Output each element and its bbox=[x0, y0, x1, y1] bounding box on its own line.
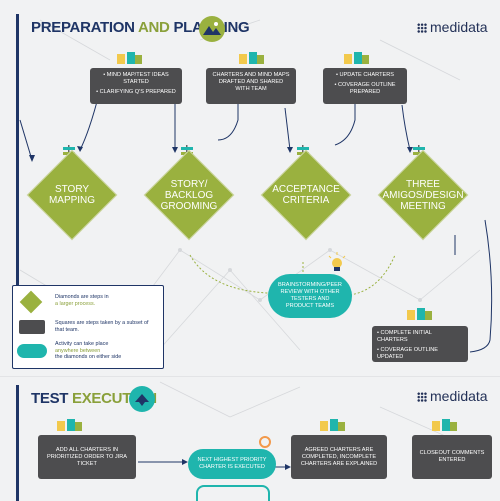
brand-logo: medidata bbox=[417, 19, 488, 35]
legend-oval-swatch bbox=[17, 344, 47, 358]
step-box-add-charters: ADD ALL CHARTERS IN PRIORITIZED ORDER TO… bbox=[38, 435, 136, 479]
rocket-icon bbox=[129, 386, 155, 412]
test-execution-panel: TEST EXECUTION medidata ADD ALL CHARTERS… bbox=[0, 376, 500, 501]
legend: Diamonds are steps in a larger process. … bbox=[12, 285, 164, 369]
section-accent-bar bbox=[16, 385, 19, 501]
team-icon bbox=[57, 419, 82, 431]
oval-loop-partial bbox=[196, 485, 270, 501]
brainstorm-activity: BRAINSTORMING/PEER REVIEW WITH OTHER TES… bbox=[268, 274, 352, 318]
brand-logo: medidata bbox=[417, 388, 488, 404]
step-box-update-charters: • UPDATE CHARTERS • COVERAGE OUTLINE PRE… bbox=[323, 68, 407, 104]
step-box-charters-drafted: CHARTERS AND MIND MAPS DRAFTED AND SHARE… bbox=[206, 68, 296, 104]
lightbulb-icon bbox=[328, 252, 346, 271]
team-icon bbox=[320, 419, 345, 431]
legend-diamond-swatch bbox=[19, 290, 43, 314]
step-box-closeout: CLOSEOUT COMMENTS ENTERED bbox=[412, 435, 492, 479]
step-box-agreed-charters: AGREED CHARTERS ARE COMPLETED, INCOMPLET… bbox=[291, 435, 387, 479]
team-icon bbox=[407, 308, 432, 320]
diamond-label: ACCEPTANCE CRITERIA bbox=[272, 184, 340, 206]
preparation-panel: PREPARATION AND PLANNING medidata • MIND… bbox=[12, 14, 493, 369]
oval-next-charter: NEXT HIGHEST PRIORITY CHARTER IS EXECUTE… bbox=[188, 449, 276, 479]
legend-square-swatch bbox=[19, 320, 45, 334]
brand-dots-icon bbox=[417, 392, 427, 402]
brand-dots-icon bbox=[417, 23, 427, 33]
team-icon bbox=[117, 52, 142, 64]
team-icon bbox=[239, 52, 264, 64]
legend-square-text: Squares are steps taken by a subset of t… bbox=[55, 320, 149, 333]
legend-oval-text: Activity can take place anywhere between… bbox=[55, 341, 122, 361]
team-icon bbox=[432, 419, 457, 431]
diamond-label: STORY MAPPING bbox=[48, 184, 96, 206]
step-box-complete-charters: • COMPLETE INITIAL CHARTERS • COVERAGE O… bbox=[372, 326, 468, 362]
diamond-label: STORY/ BACKLOG GROOMING bbox=[160, 179, 218, 212]
diamond-label: THREE AMIGOS/DESIGN MEETING bbox=[382, 179, 464, 212]
mountain-icon bbox=[199, 16, 225, 42]
section-accent-bar bbox=[16, 14, 19, 364]
legend-diamond-text: Diamonds are steps in a larger process. bbox=[55, 294, 109, 307]
step-box-mind-map: • MIND MAP/TEST IDEAS STARTED • CLARIFYI… bbox=[90, 68, 182, 104]
team-icon bbox=[344, 52, 369, 64]
